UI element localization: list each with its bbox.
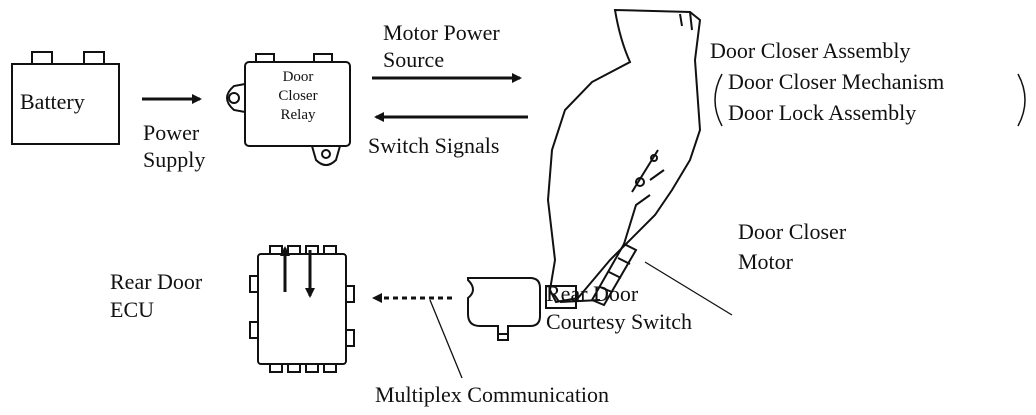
assembly-item-mechanism: Door Closer Mechanism [728, 69, 945, 94]
multiplex-leader-line [429, 299, 463, 379]
relay-shape [226, 53, 351, 166]
motor-power-label-line2: Source [383, 47, 445, 72]
motor-label-line1: Door Closer [738, 219, 847, 244]
rear-door-ecu-shape [249, 245, 355, 373]
multiplex-communication-label: Multiplex Communication [375, 382, 610, 407]
battery-shape [11, 51, 120, 145]
relay-label-line2: Closer [278, 88, 318, 104]
power-supply-label-line1: Power [143, 120, 200, 145]
motor-leader-line [644, 261, 733, 316]
ecu-label-line2: ECU [110, 297, 154, 322]
courtesy-switch-shape [467, 277, 541, 341]
courtesy-switch-label-line2: Courtesy Switch [546, 309, 693, 334]
door-closer-motor-shape [590, 149, 665, 307]
relay-label-line1: Door [282, 69, 314, 85]
motor-power-label-line1: Motor Power [383, 20, 500, 45]
switch-signals-label: Switch Signals [368, 133, 500, 158]
power-supply-label-line2: Supply [143, 147, 206, 172]
courtesy-switch-label-line1: Rear Door [546, 281, 639, 306]
ecu-label-line1: Rear Door [110, 269, 203, 294]
assembly-right-paren [1017, 73, 1026, 127]
assembly-left-paren [714, 73, 723, 127]
relay-label-line3: Relay [280, 107, 316, 123]
assembly-item-lock: Door Lock Assembly [728, 100, 917, 125]
motor-label-line2: Motor [738, 249, 793, 274]
battery-label: Battery [20, 89, 85, 114]
door-closer-assembly-shape [545, 8, 702, 309]
assembly-title-label: Door Closer Assembly [710, 38, 911, 63]
